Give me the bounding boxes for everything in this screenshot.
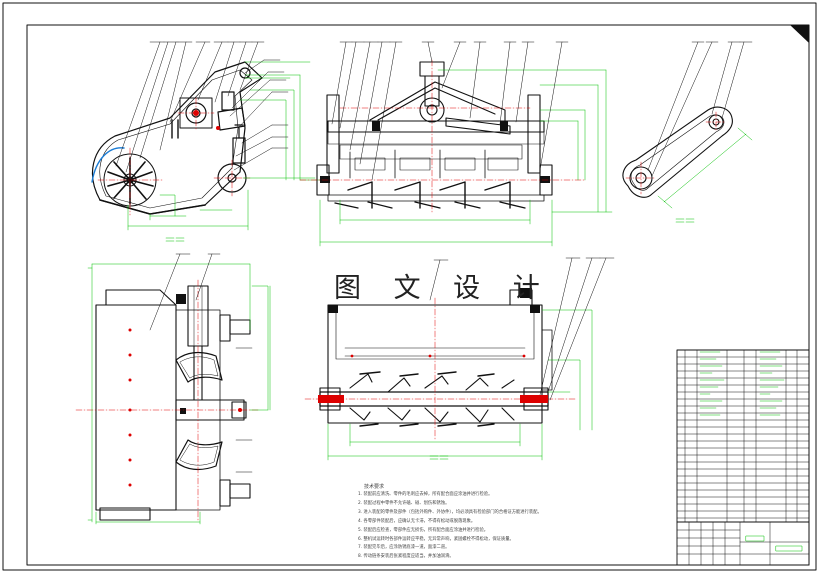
note-item: 2. 装配过程中零件不允许磕、碰、划伤和锈蚀。 [358,500,450,506]
note-item: 6. 整机试运转时各部件运转应平稳，无异常声响，紧固螺栓不得松动，保证质量。 [358,536,514,542]
inner-frame [26,24,810,566]
note-item: 1. 装配前应清洗、零件的毛刺应去掉，所有配合面应涂油并进行检验。 [358,492,493,497]
side-view-accent [91,147,125,183]
note-item: 8. 传动链条安装后张紧程度应适当，并加油润滑。 [358,554,454,560]
top-view [75,253,271,525]
view-captions [165,218,695,460]
technical-notes-title: 技术要求 [364,484,385,490]
chain-case-view [622,41,753,209]
technical-notes: 技术要求 1. 装配前应清洗、零件的毛刺应去掉，所有配合面应涂油并进行检验。 2… [350,484,542,562]
front-view [299,41,613,247]
note-item: 4. 各零部件装配后，应确认无卡滞，不得有松动或脱落现象。 [358,518,476,524]
note-item: 5. 装配后应检查，零部件应无损伤，所有配合面应涂油并进行检验。 [358,527,489,533]
title-block [676,349,810,566]
side-view [91,41,321,231]
note-item: 3. 进入装配的零件及部件（包括外购件、外协件），均必须具有检验部门的合格证方能… [358,509,542,515]
watermark-text: 图 文 设 计 [334,273,552,304]
corner-mark [790,25,809,43]
section-view [304,257,615,461]
note-item: 7. 装配完毕后，应涂防锈底漆一道，面漆二道。 [358,545,450,551]
